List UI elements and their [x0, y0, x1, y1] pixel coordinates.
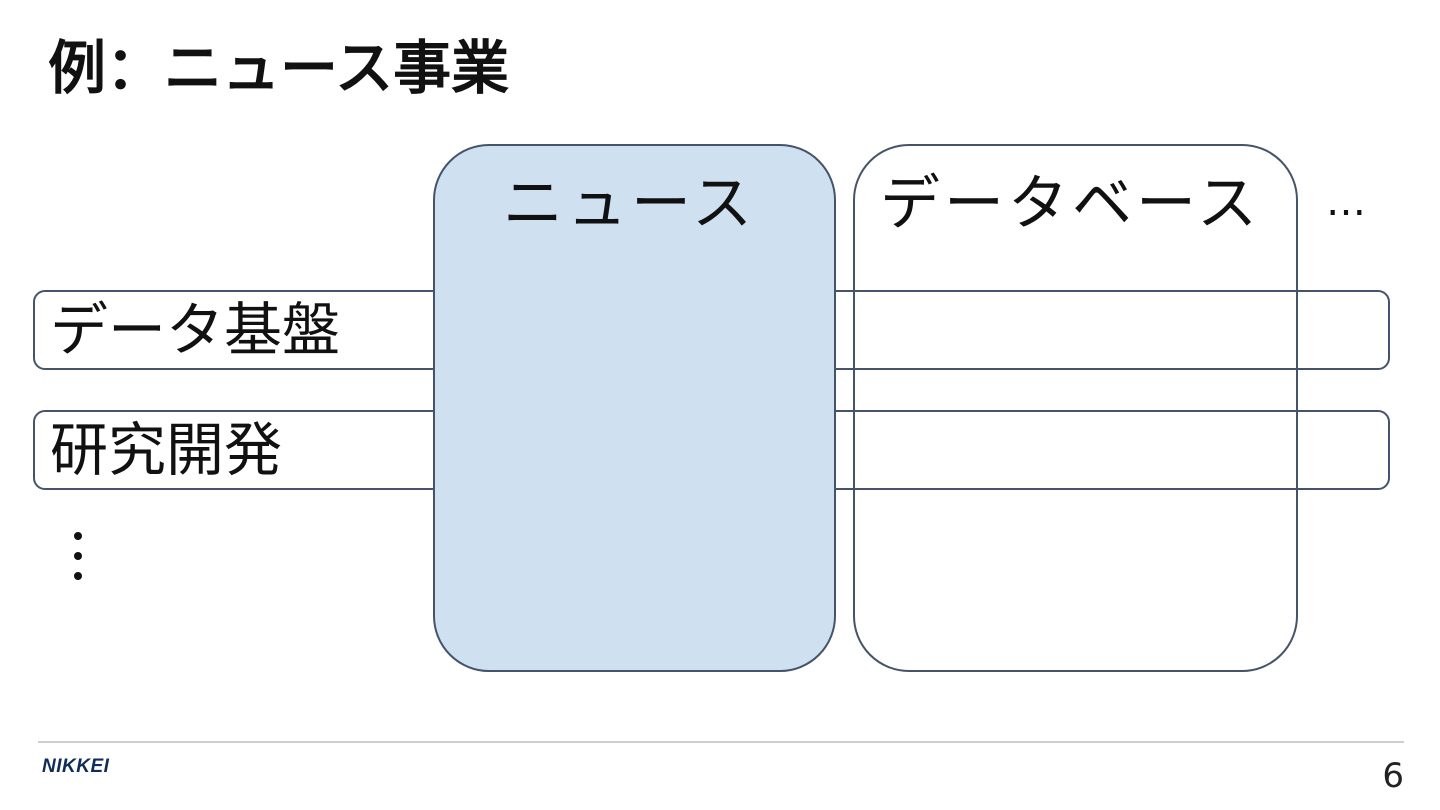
row-label-research: 研究開発 — [50, 416, 283, 484]
more-columns-ellipsis: … — [1326, 179, 1366, 225]
footer-divider — [38, 741, 1404, 743]
slide-title: 例：ニュース事業 — [48, 34, 510, 102]
nikkei-logo: NIKKEI — [42, 756, 110, 777]
row-label-data-platform: データ基盤 — [50, 296, 341, 364]
column-label-database: データベース — [880, 169, 1261, 239]
page-number: 6 — [1382, 756, 1404, 796]
column-box-database — [853, 144, 1298, 672]
column-box-news — [433, 144, 836, 672]
column-label-news: ニュース — [503, 169, 756, 239]
more-rows-ellipsis-icon — [66, 524, 90, 588]
